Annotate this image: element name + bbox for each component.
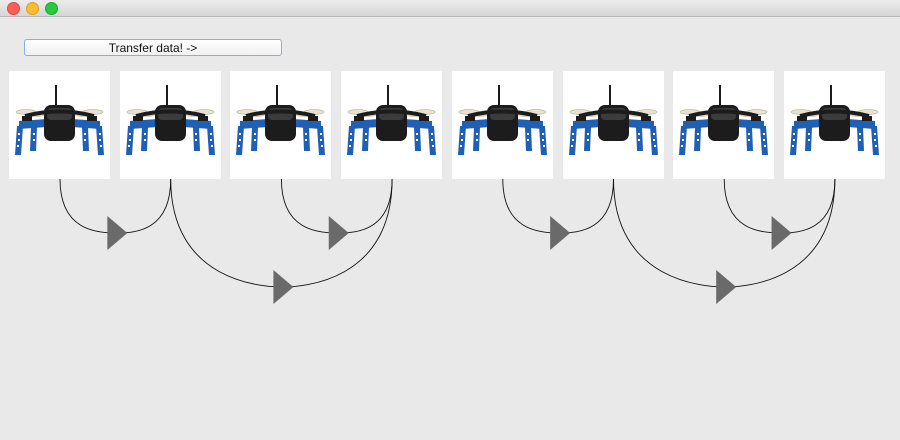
drone-icon xyxy=(673,71,774,179)
transfer-wire xyxy=(559,178,614,234)
drone-icon xyxy=(784,71,885,179)
close-window-button[interactable] xyxy=(7,2,20,15)
drone-icon xyxy=(563,71,664,179)
drone-icon xyxy=(341,71,442,179)
drone-tile xyxy=(9,71,110,179)
drone-icon xyxy=(120,71,221,179)
transfer-arrow-icon xyxy=(550,216,571,250)
transfer-wire xyxy=(116,178,172,234)
transfer-arrow-icon xyxy=(273,270,294,304)
transfer-wire xyxy=(170,178,283,288)
transfer-arrow-icon xyxy=(716,270,737,304)
transfer-wire xyxy=(337,178,393,234)
drone-icon xyxy=(9,71,110,179)
drone-icon xyxy=(230,71,331,179)
transfer-data-button[interactable]: Transfer data! -> xyxy=(24,39,282,56)
transfer-arrow-icon xyxy=(107,216,128,250)
drone-tile xyxy=(119,71,221,179)
drone-tile xyxy=(673,71,775,179)
transfer-arrow-icon xyxy=(328,216,349,250)
drone-tile xyxy=(341,71,443,179)
drone-tile xyxy=(562,71,664,179)
window-titlebar xyxy=(0,0,900,17)
drone-tile xyxy=(451,71,553,179)
transfer-wire xyxy=(613,178,726,288)
drone-tile xyxy=(230,71,332,179)
transfer-arrow-icon xyxy=(771,216,792,250)
minimize-window-button[interactable] xyxy=(26,2,39,15)
drone-tile xyxy=(783,71,885,179)
zoom-window-button[interactable] xyxy=(45,2,58,15)
transfer-wire xyxy=(780,178,836,234)
drone-icon xyxy=(452,71,553,179)
